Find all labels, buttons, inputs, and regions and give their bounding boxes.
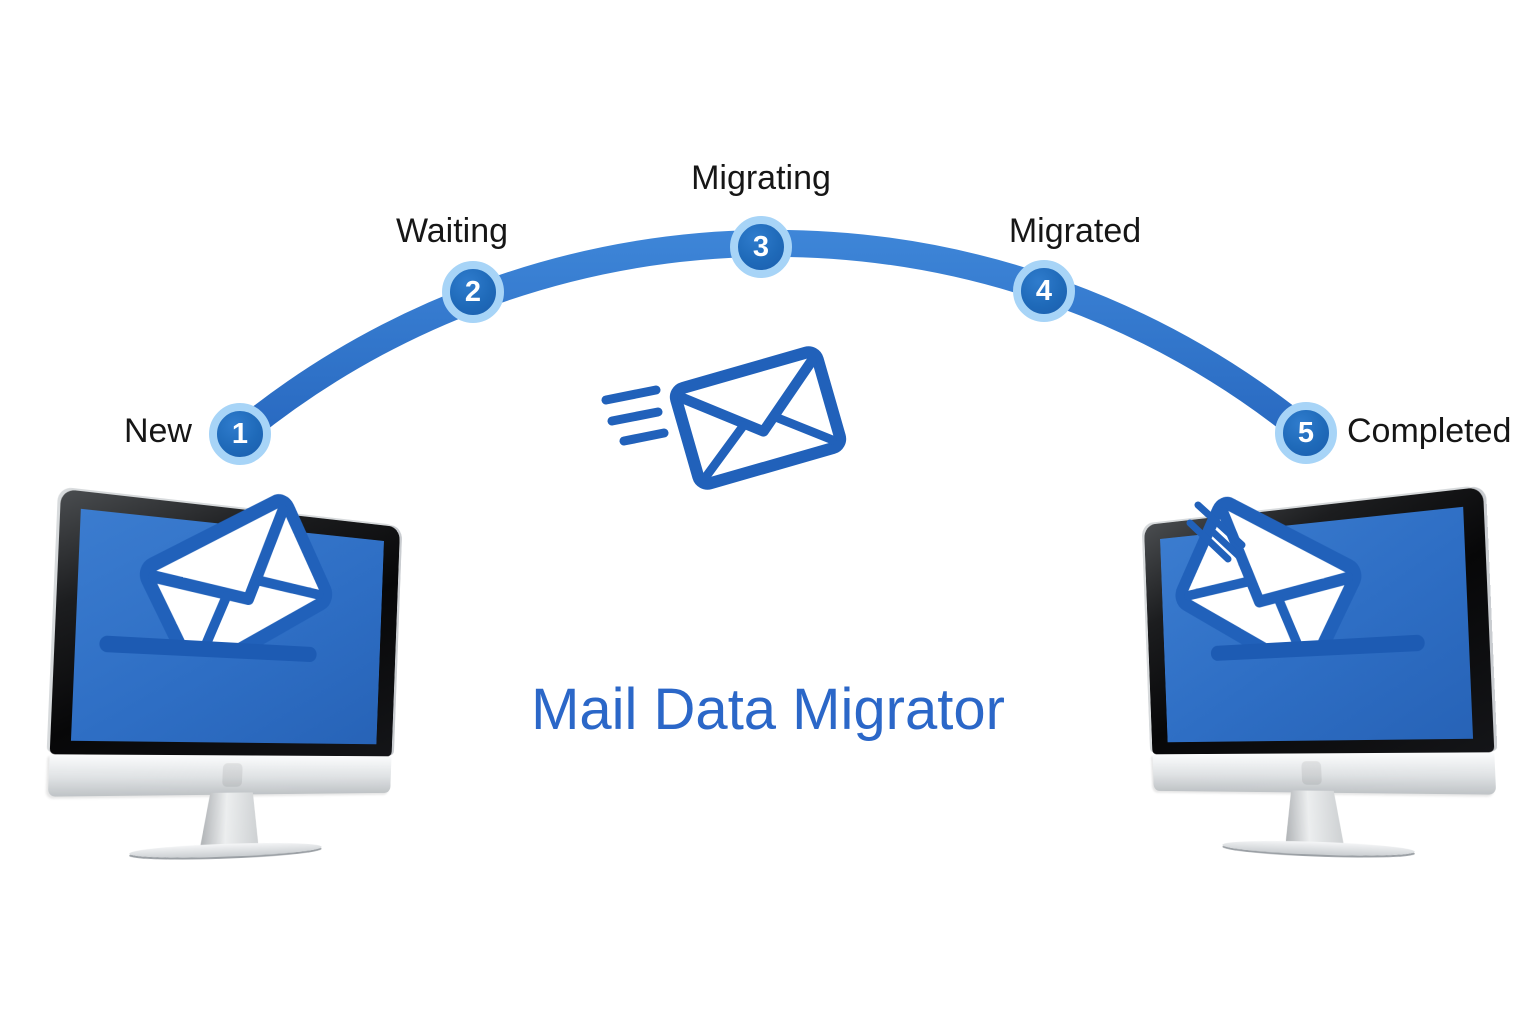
envelope-icon bbox=[133, 488, 338, 659]
step-label-migrating: Migrating bbox=[691, 159, 831, 197]
step-circle-4: 4 bbox=[1013, 260, 1075, 322]
step-number: 1 bbox=[231, 417, 249, 450]
step-number: 5 bbox=[1297, 416, 1315, 449]
envelope-clip-region bbox=[133, 444, 408, 659]
envelope-clip-region bbox=[1133, 442, 1407, 657]
step-circle-2: 2 bbox=[442, 261, 504, 323]
page-title: Mail Data Migrator bbox=[531, 677, 1005, 742]
monitor-logo bbox=[1301, 761, 1322, 785]
monitor-chin bbox=[1152, 752, 1497, 795]
step-number: 4 bbox=[1035, 274, 1053, 307]
step-circle-1: 1 bbox=[209, 403, 271, 465]
monitor-stand-base bbox=[1222, 838, 1416, 859]
monitor-chin bbox=[47, 754, 392, 797]
step-label-completed: Completed bbox=[1347, 412, 1512, 450]
step-label-new: New bbox=[123, 412, 192, 450]
step-number: 3 bbox=[752, 230, 770, 263]
motion-lines-icon bbox=[1186, 501, 1248, 565]
motion-lines-icon bbox=[601, 385, 669, 446]
step-number: 2 bbox=[464, 275, 482, 308]
monitor-stand-base bbox=[128, 840, 322, 861]
envelope-icon bbox=[674, 350, 843, 486]
flying-envelope-icon bbox=[601, 342, 870, 512]
step-label-waiting: Waiting bbox=[395, 212, 509, 250]
step-circle-5: 5 bbox=[1275, 402, 1337, 464]
step-circle-3: 3 bbox=[730, 216, 792, 278]
step-label-migrated: Migrated bbox=[1008, 212, 1142, 250]
monitor-stand-neck bbox=[1283, 790, 1344, 848]
monitor-stand-neck bbox=[199, 792, 260, 850]
monitor-logo bbox=[222, 763, 243, 787]
